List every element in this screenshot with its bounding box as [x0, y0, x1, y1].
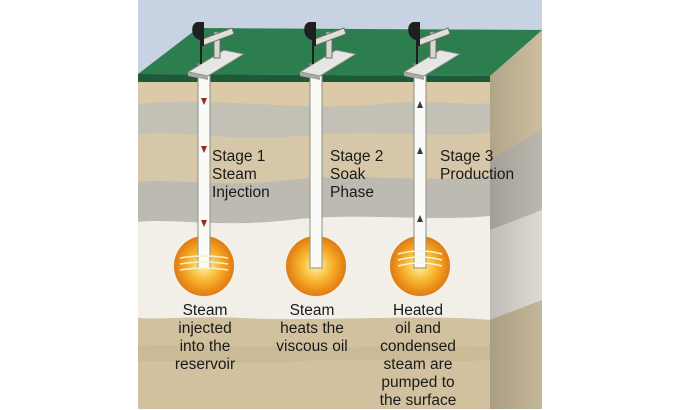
stage-2-wellhead-platform	[298, 49, 358, 77]
stratum-lower	[138, 317, 490, 409]
stage-3-pump-jack-post	[429, 31, 437, 59]
stratum-lower-band	[138, 344, 490, 364]
stage-3-well-pipe	[413, 63, 427, 269]
stage-1-down-arrow-icon-1	[201, 98, 207, 105]
stage-1-pump-jack-head	[192, 22, 204, 46]
stage-1-down-arrow-icon-2	[201, 146, 207, 153]
stage-3-description: Heated oil and condensed steam are pumpe…	[379, 302, 457, 409]
stage-1-down-arrow-icon-3	[201, 220, 207, 227]
stage-1-steam-streak-1	[179, 255, 229, 259]
stage-3-wellhead-platform-edge	[404, 72, 424, 80]
side-shading	[490, 30, 542, 409]
stage-1-steam-streak-2	[179, 261, 229, 265]
stage-3-oil-streak-1	[397, 250, 443, 255]
stage-1-wellhead-platform-edge	[188, 72, 208, 80]
stage-3-oil-streak-2	[397, 256, 443, 261]
stage-1-wellhead-platform	[186, 49, 246, 77]
stage-3-oil-streak-3	[397, 262, 443, 267]
stage-3-up-arrow-icon-3	[417, 215, 423, 222]
stage-2-pump-jack-head	[304, 22, 316, 46]
stage-1-pump-jack-post	[213, 31, 221, 59]
stage-3-up-arrow-icon-1	[417, 101, 423, 108]
stage-2-pump-jack-post	[325, 31, 333, 59]
stage-2-title: Stage 2 Soak Phase	[330, 148, 384, 201]
stage-2-wellhead-platform-edge	[300, 72, 320, 80]
stage-1-well-pipe	[197, 63, 211, 269]
stage-3-wellhead-platform	[402, 49, 462, 77]
stage-1-title: Stage 1 Steam Injection	[212, 148, 270, 201]
wells-group	[174, 22, 462, 296]
stage-2-description: Steam heats the viscous oil	[276, 302, 348, 355]
stage-1-steam-streak-3	[179, 267, 229, 271]
stage-1-description: Steam injected into the reservoir	[174, 302, 236, 373]
stage-3-title: Stage 3 Production	[440, 148, 515, 183]
stage-3-pump-jack-head	[408, 22, 420, 46]
stage-3-up-arrow-icon-2	[417, 147, 423, 154]
stage-2-well-pipe	[309, 63, 323, 269]
